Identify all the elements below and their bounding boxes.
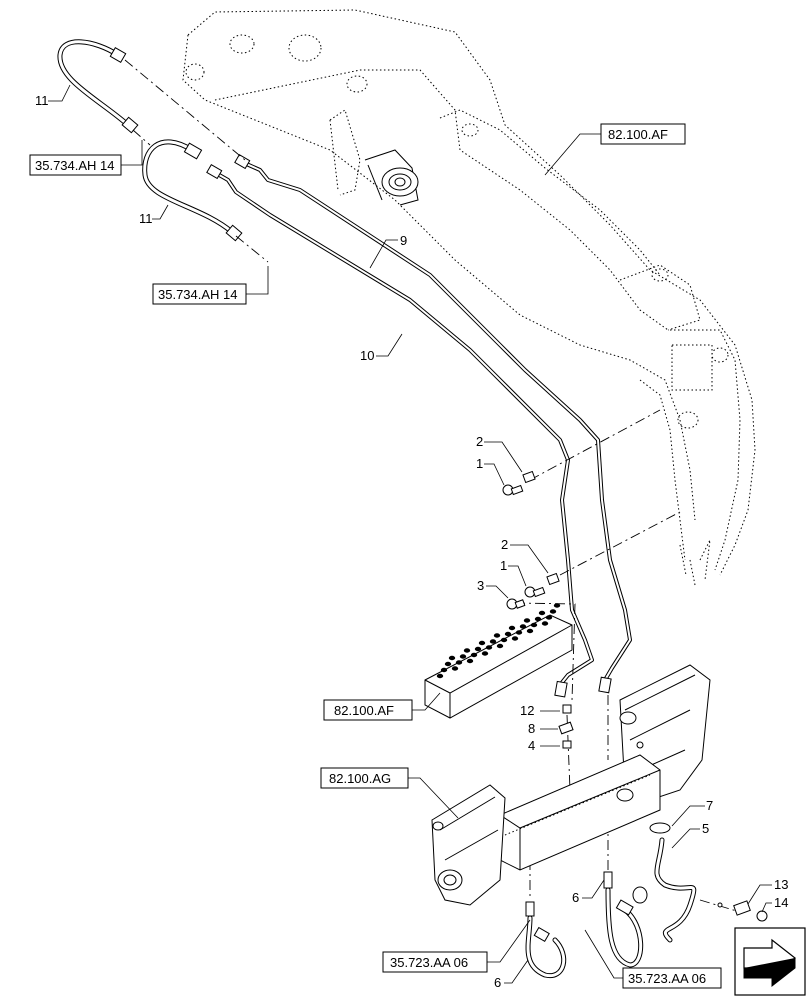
callout-11-upper: 11 (35, 93, 49, 108)
callout-1-lower: 1 (500, 558, 507, 573)
hose-11-upper (57, 39, 139, 134)
callout-13: 13 (774, 877, 788, 892)
ref-82100af-upper-label: 82.100.AF (608, 127, 668, 142)
hose-5 (632, 822, 697, 943)
callout-2-lower: 2 (501, 537, 508, 552)
hose-11-lower (142, 139, 243, 242)
boom-pivot-pin (364, 149, 419, 206)
clamp-assembly-upper (502, 470, 536, 496)
callout-7: 7 (706, 798, 713, 813)
callout-2-upper: 2 (476, 434, 483, 449)
reference-leaders (121, 133, 623, 979)
hose-6-left (525, 901, 567, 979)
ref-35723-right-label: 35.723.AA 06 (628, 971, 706, 986)
step-plate (424, 603, 573, 719)
callout-8: 8 (528, 721, 535, 736)
ref-box-35723-right[interactable]: 35.723.AA 06 (622, 967, 722, 989)
tube-9 (240, 160, 632, 682)
callout-14: 14 (774, 895, 788, 910)
callout-6-left: 6 (494, 975, 501, 990)
ref-35734-lower-label: 35.734.AH 14 (158, 287, 238, 302)
phantom-leaders (124, 59, 741, 913)
callout-3: 3 (477, 578, 484, 593)
coupler-parts-13-14 (717, 900, 768, 922)
ref-box-35734-lower[interactable]: 35.734.AH 14 (152, 283, 247, 305)
callout-leaders (48, 84, 772, 984)
callout-11-lower: 11 (139, 211, 153, 226)
ref-box-35734-upper[interactable]: 35.734.AH 14 (29, 154, 122, 176)
boom-arm-phantom (182, 9, 756, 586)
hose-6-right (603, 871, 644, 968)
ref-box-35723-left[interactable]: 35.723.AA 06 (382, 951, 488, 973)
ref-box-82100af-lower[interactable]: 82.100.AF (323, 699, 413, 721)
callout-9: 9 (400, 233, 407, 248)
ref-box-82100ag[interactable]: 82.100.AG (320, 767, 409, 789)
ref-35734-upper-label: 35.734.AH 14 (35, 158, 115, 173)
ref-35723-left-label: 35.723.AA 06 (390, 955, 468, 970)
callout-numbers: 11 11 9 10 2 1 2 1 3 12 8 4 7 5 6 6 13 1… (35, 93, 788, 990)
loader-frame (431, 664, 711, 906)
tube-end-fittings (206, 153, 612, 698)
tube-10 (212, 170, 594, 687)
callout-1-upper: 1 (476, 456, 483, 471)
callout-5: 5 (702, 821, 709, 836)
fitting-stack (558, 704, 574, 749)
ref-82100af-lower-label: 82.100.AF (334, 703, 394, 718)
ref-82100ag-label: 82.100.AG (329, 771, 391, 786)
callout-12: 12 (520, 703, 534, 718)
clamp-assembly-lower (506, 572, 560, 610)
page-forward-arrow-icon[interactable] (734, 927, 806, 996)
callout-6-right: 6 (572, 890, 579, 905)
ref-box-82100af-upper[interactable]: 82.100.AF (600, 123, 686, 145)
callout-4: 4 (528, 738, 535, 753)
callout-10: 10 (360, 348, 374, 363)
